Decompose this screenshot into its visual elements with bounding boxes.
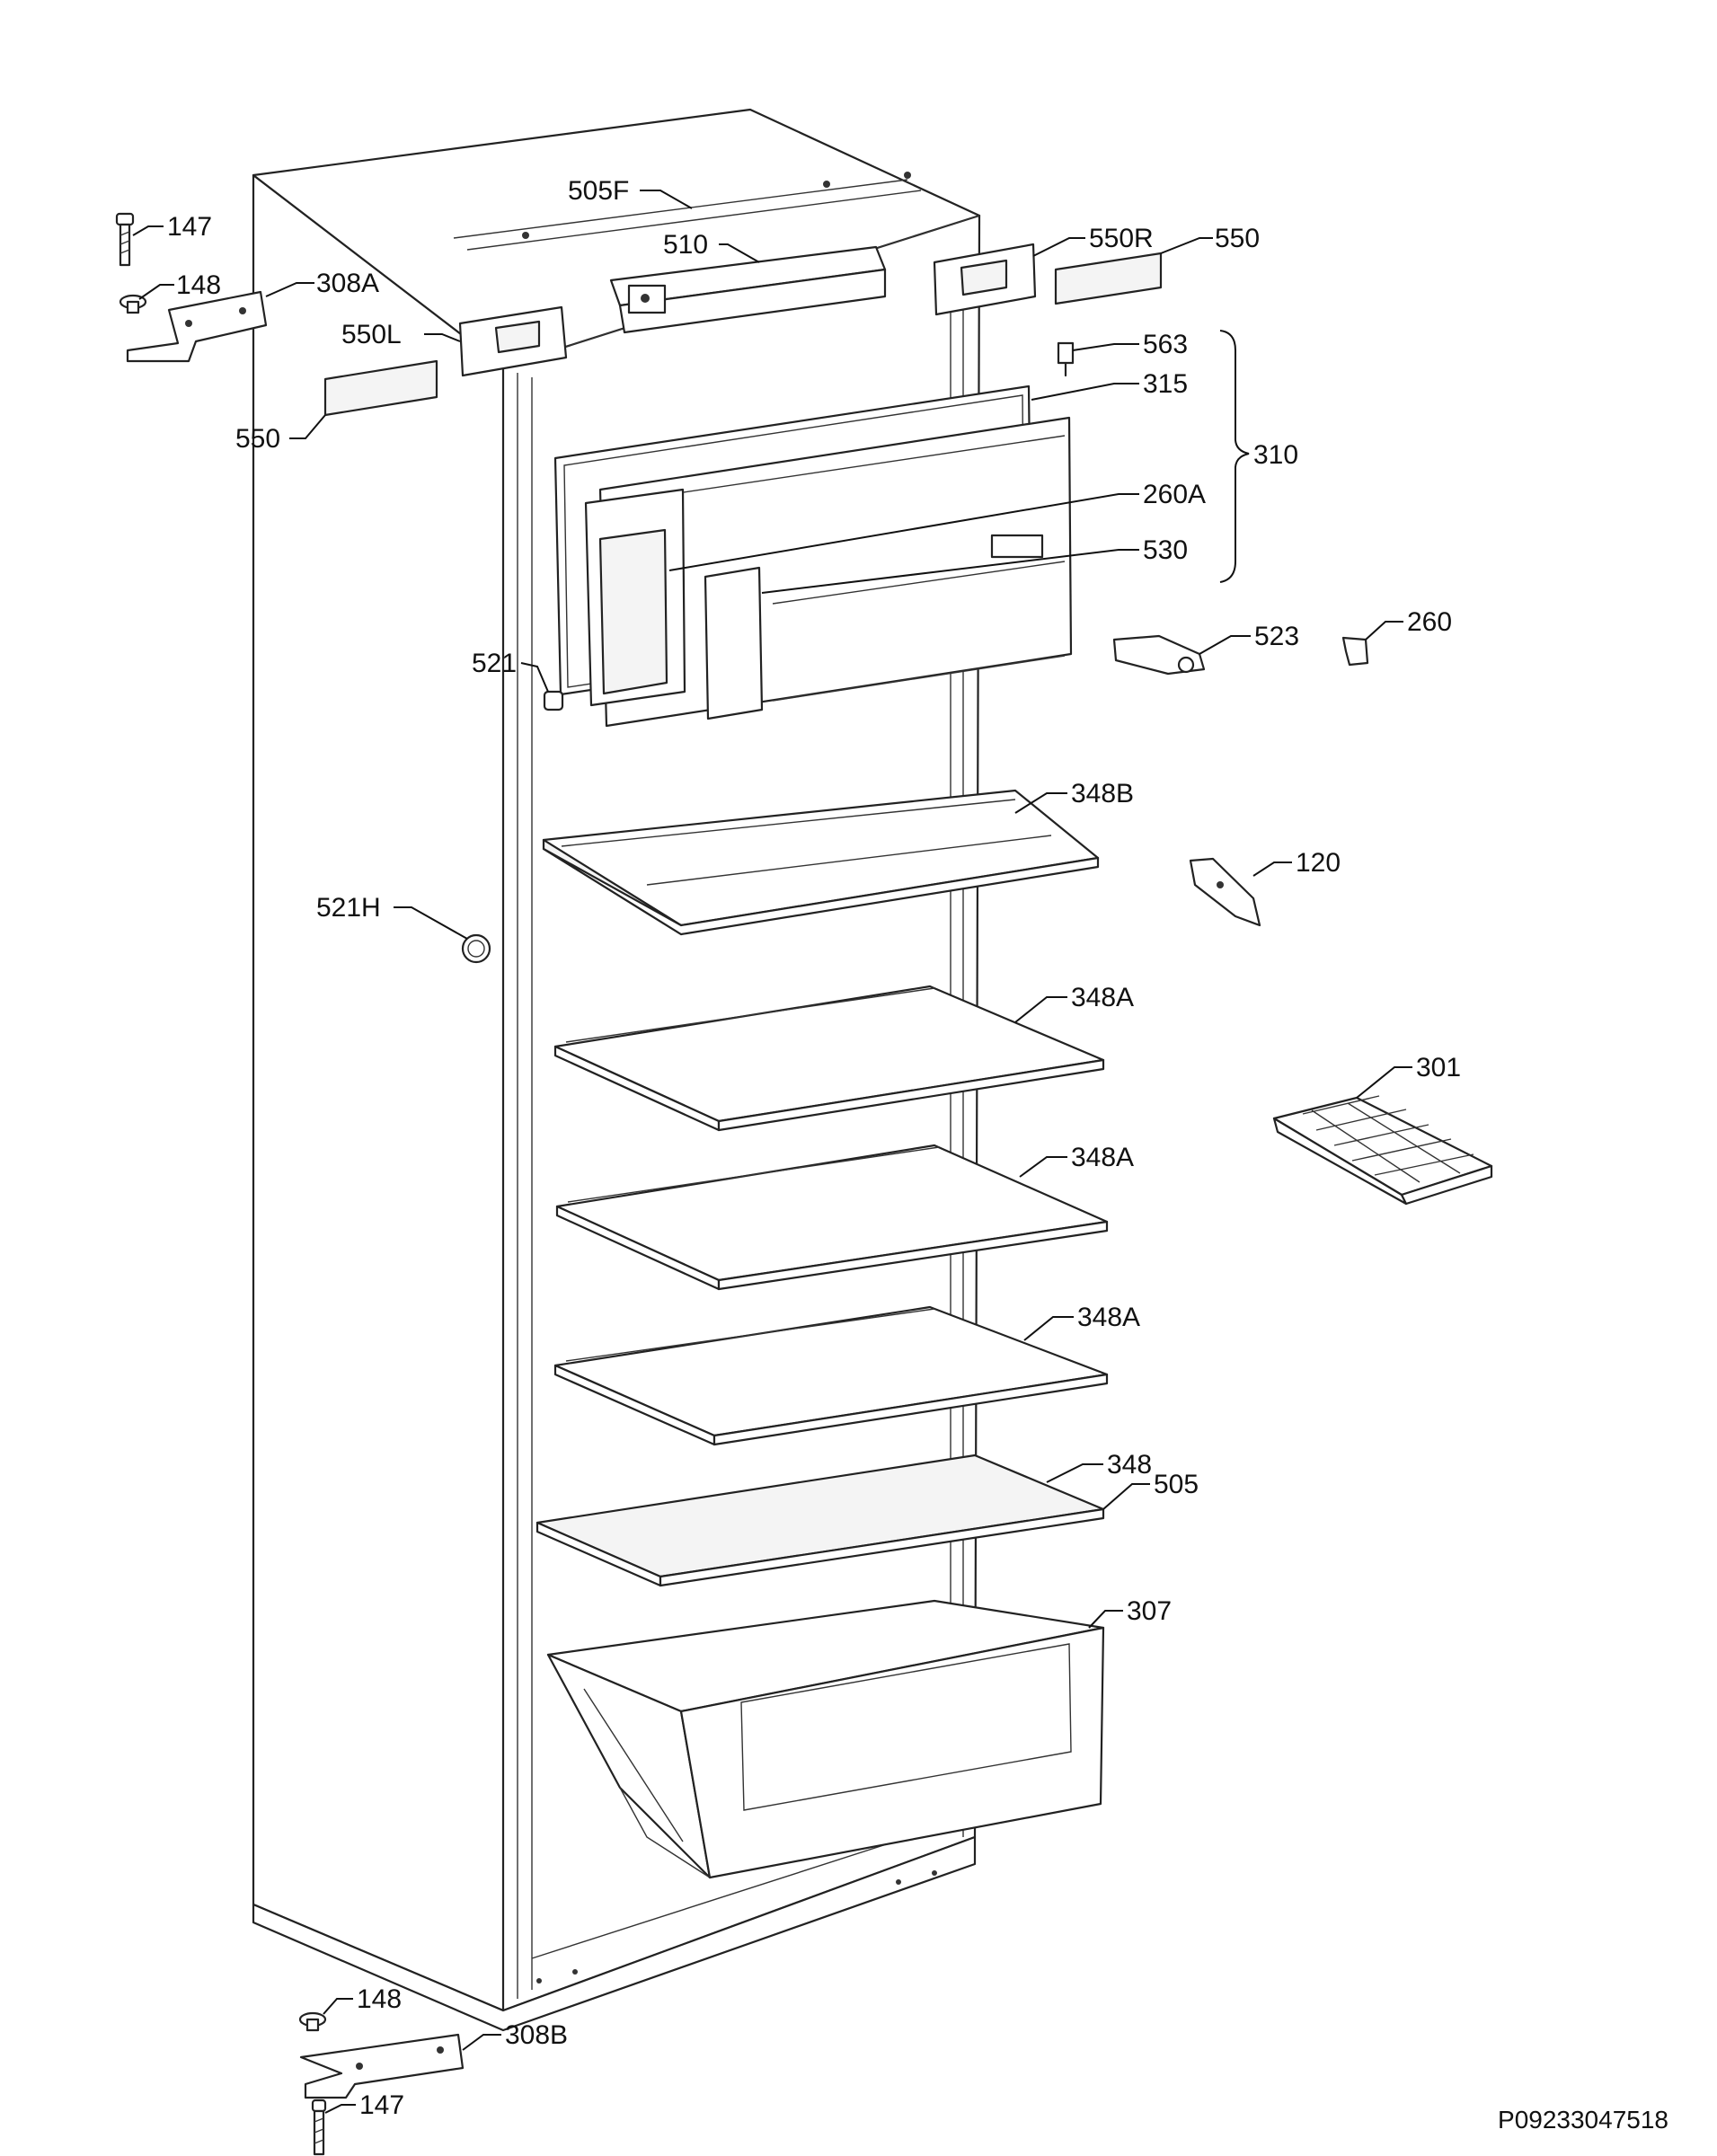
- label-308B: 308B: [505, 2020, 568, 2050]
- part-310-freezer-compartment: [553, 384, 1073, 728]
- label-310: 310: [1253, 440, 1298, 470]
- part-348A-shelf-1: [553, 985, 1105, 1132]
- part-550L-bracket: [458, 305, 568, 377]
- label-260: 260: [1407, 607, 1452, 637]
- label-550R: 550R: [1089, 224, 1154, 253]
- label-348A-3: 348A: [1077, 1303, 1140, 1332]
- label-348A-2: 348A: [1071, 1143, 1134, 1172]
- part-147-screw-top: [115, 212, 135, 267]
- part-308B-hinge: [299, 2033, 465, 2099]
- part-510-light-housing: [609, 245, 887, 334]
- label-530: 530: [1143, 535, 1188, 565]
- label-120: 120: [1296, 848, 1341, 878]
- part-348-505-glass-shelf: [535, 1454, 1105, 1587]
- part-348B-shelf: [542, 789, 1100, 936]
- label-147-top: 147: [167, 212, 212, 242]
- label-308A: 308A: [316, 269, 379, 298]
- part-521-stopper: [543, 690, 564, 711]
- part-550-cover-left: [323, 359, 438, 417]
- reference-code: P09233047518: [1498, 2106, 1668, 2134]
- label-315: 315: [1143, 369, 1188, 399]
- part-148-washer-bottom: [298, 2011, 327, 2032]
- label-505: 505: [1154, 1470, 1199, 1499]
- label-563: 563: [1143, 330, 1188, 359]
- label-348: 348: [1107, 1450, 1152, 1480]
- part-307-crisper-drawer: [546, 1599, 1105, 1879]
- part-labels: 505F 510 550R 550 147 148 308A 550L 550 …: [167, 176, 1461, 2120]
- part-308A-hinge: [126, 290, 268, 363]
- label-523: 523: [1254, 622, 1299, 651]
- label-521H: 521H: [316, 893, 381, 923]
- label-260A: 260A: [1143, 480, 1206, 509]
- part-147-screw-bottom: [311, 2099, 327, 2156]
- label-301: 301: [1416, 1053, 1461, 1082]
- part-523-handle-clip: [1112, 634, 1206, 676]
- label-307: 307: [1127, 1596, 1172, 1626]
- label-147-bottom: 147: [359, 2090, 404, 2120]
- part-348A-shelf-3: [553, 1305, 1109, 1446]
- part-563-sensor: [1057, 341, 1075, 377]
- label-550-left: 550: [235, 424, 280, 454]
- part-120-shelf-support: [1189, 857, 1261, 927]
- cabinet-body: [252, 108, 981, 2032]
- label-550-right: 550: [1215, 224, 1260, 253]
- part-550R-bracket: [933, 243, 1037, 316]
- bracket-310: [1219, 330, 1250, 583]
- label-348A-1: 348A: [1071, 983, 1134, 1012]
- part-521H-button: [461, 933, 491, 964]
- part-260-clip: [1341, 636, 1369, 667]
- part-301-ice-tray: [1272, 1095, 1493, 1206]
- part-348A-shelf-2: [555, 1144, 1109, 1291]
- label-510: 510: [663, 230, 708, 260]
- part-550-cover-right: [1054, 252, 1163, 305]
- label-505F: 505F: [568, 176, 629, 206]
- label-550L: 550L: [341, 320, 402, 349]
- label-521: 521: [472, 649, 517, 678]
- label-348B: 348B: [1071, 779, 1134, 808]
- label-148-bottom: 148: [357, 1984, 402, 2014]
- label-148-top: 148: [176, 270, 221, 300]
- leader-lines: [132, 190, 1412, 2114]
